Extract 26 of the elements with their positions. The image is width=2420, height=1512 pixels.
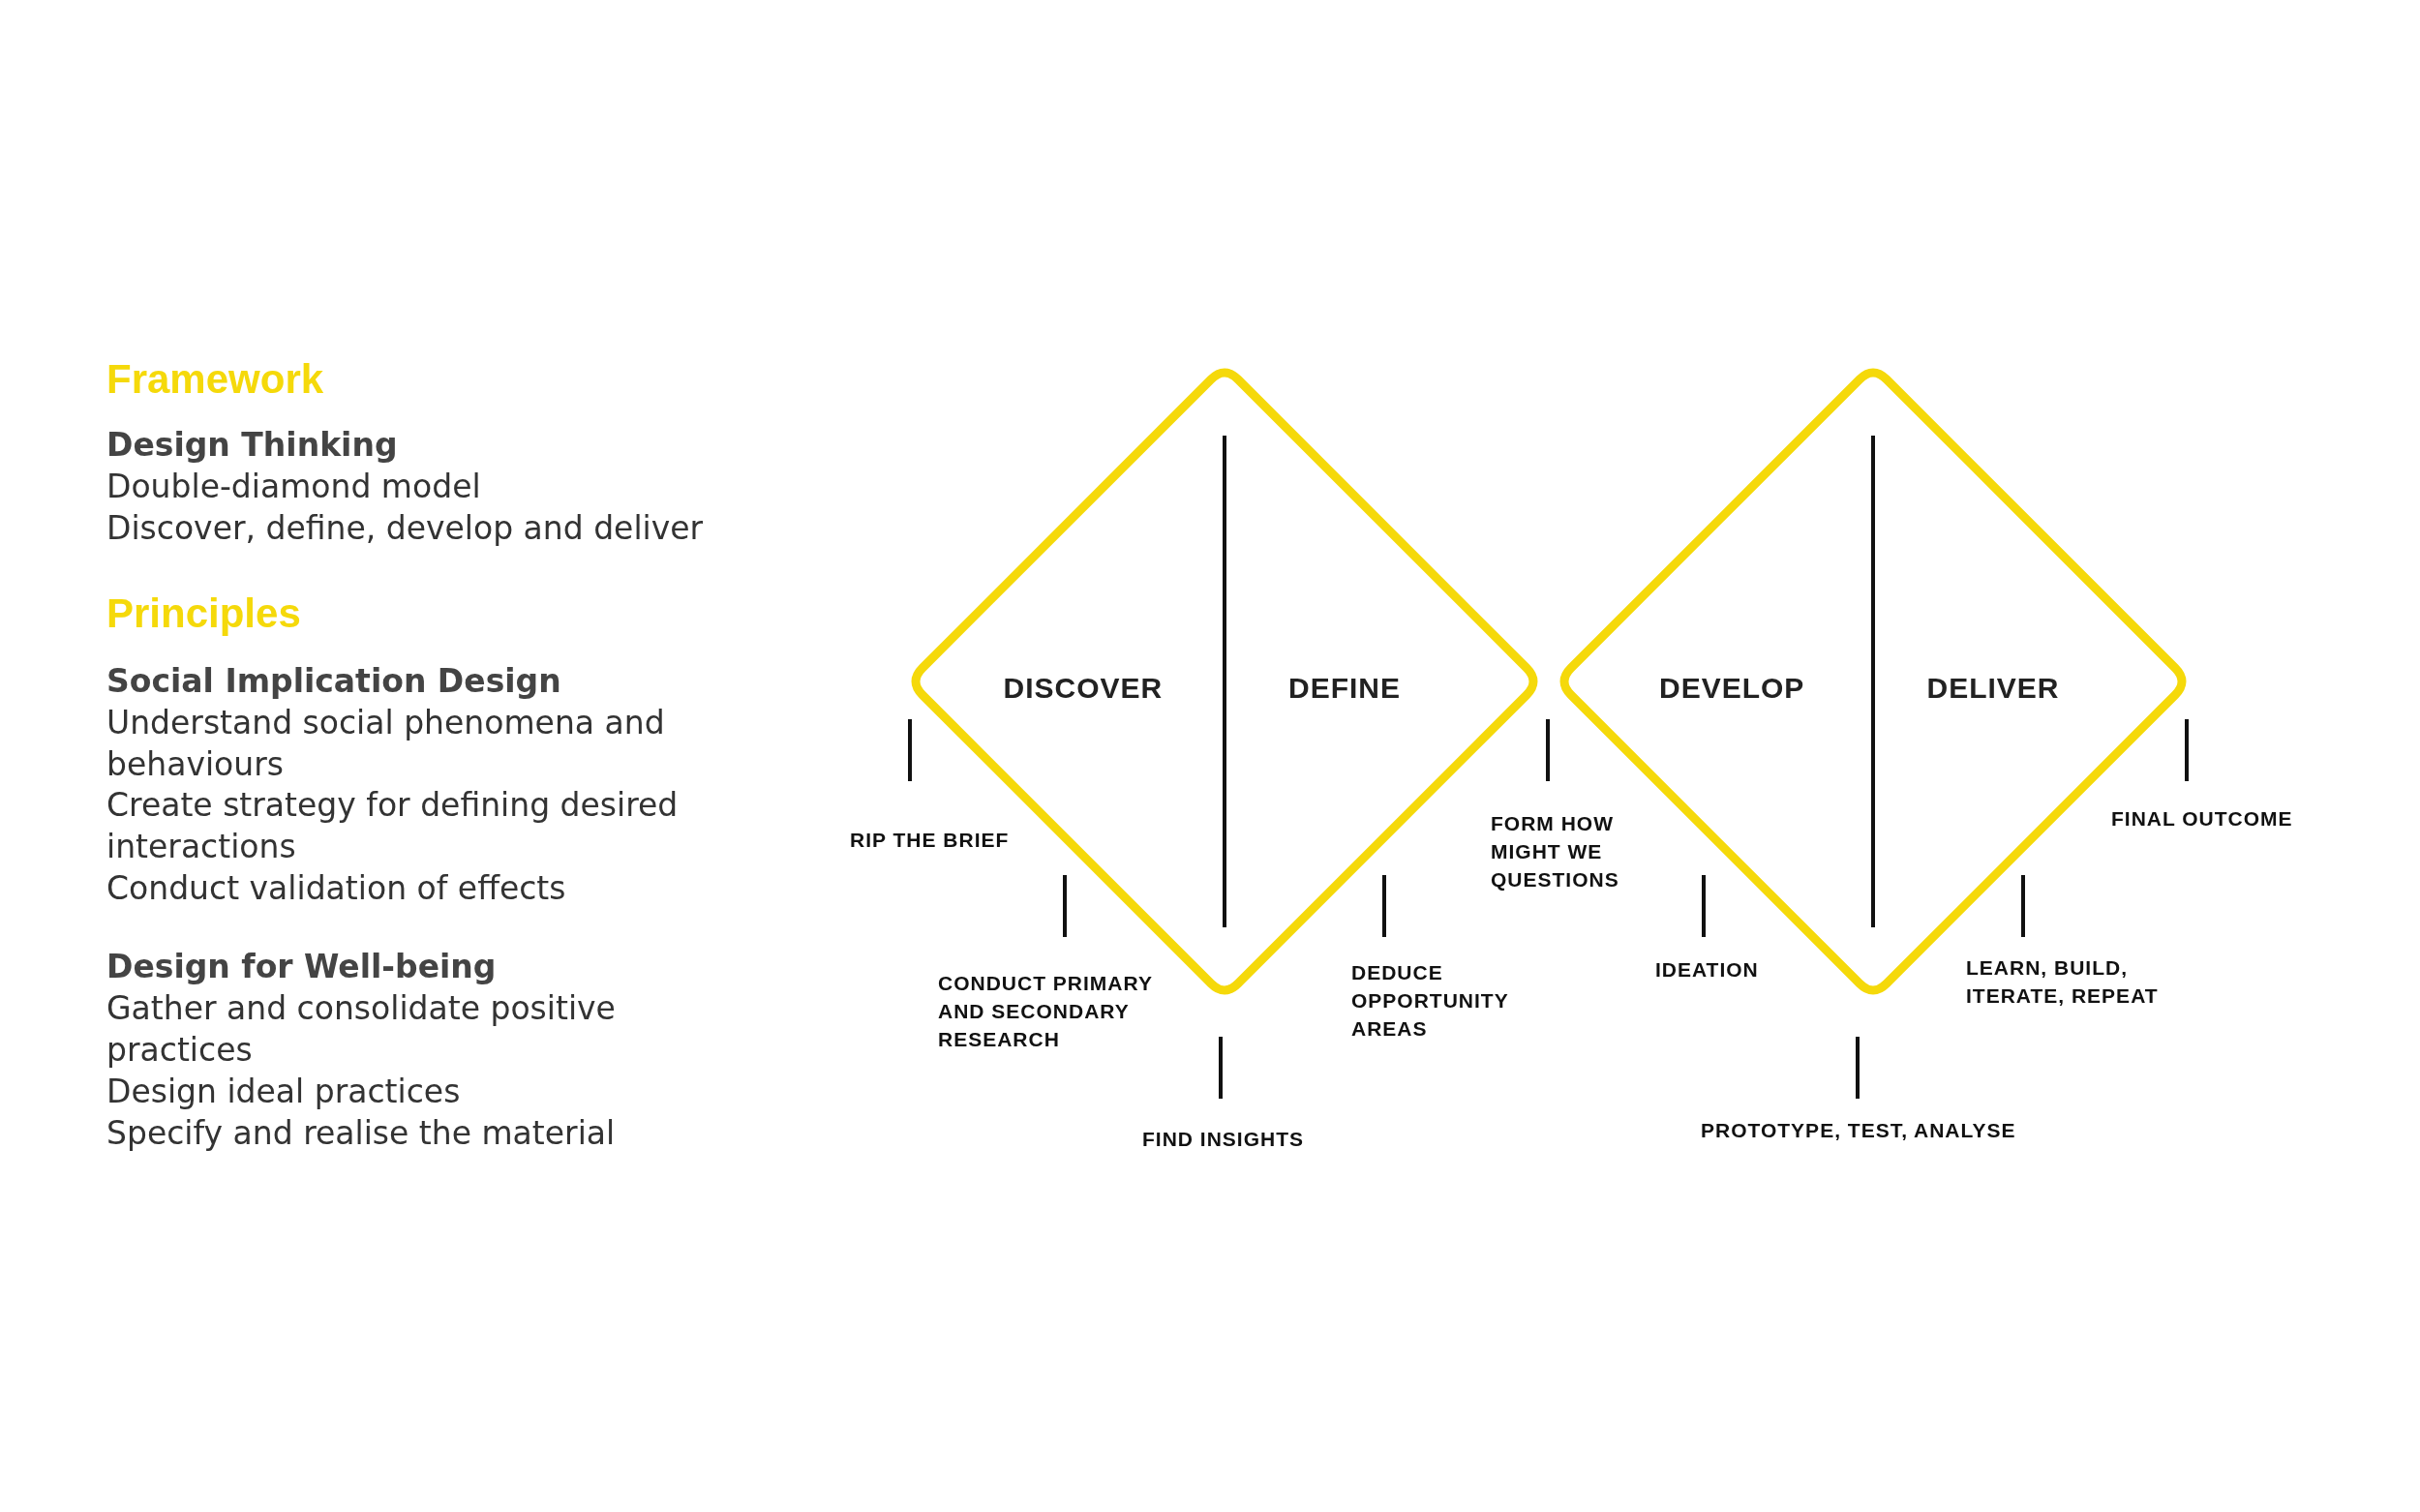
item-text: Understand social phenomena and behaviours bbox=[106, 702, 666, 785]
item-heading: Social Implication Design bbox=[106, 660, 561, 702]
item-text: Double-diamond model bbox=[106, 466, 482, 507]
step-label: FIND INSIGHTS bbox=[1142, 1126, 1305, 1152]
item-text: Discover, define, develop and deliver bbox=[106, 507, 705, 549]
step-label: IDEATION bbox=[1655, 956, 1760, 983]
step-label: DEDUCE OPPORTUNITY AREAS bbox=[1351, 959, 1510, 1042]
step-label: CONDUCT PRIMARY AND SECONDARY RESEARCH bbox=[938, 970, 1154, 1052]
step-label: FINAL OUTCOME bbox=[2111, 805, 2294, 832]
phase-label: DISCOVER bbox=[1003, 671, 1164, 706]
item-text: Gather and consolidate positive practices bbox=[106, 987, 617, 1071]
phase-label: DEFINE bbox=[1288, 671, 1401, 706]
phase-label: DEVELOP bbox=[1659, 671, 1805, 706]
section-heading: Principles bbox=[106, 590, 301, 638]
step-label: FORM HOW MIGHT WE QUESTIONS bbox=[1491, 810, 1620, 892]
item-text: Specify and realise the material bbox=[106, 1112, 617, 1154]
item-text: Create strategy for defining desired interactions bbox=[106, 784, 680, 867]
phase-label: DELIVER bbox=[1926, 671, 2060, 706]
step-label: PROTOTYPE, TEST, ANALYSE bbox=[1701, 1117, 2017, 1143]
step-label: RIP THE BRIEF bbox=[850, 827, 1011, 853]
item-heading: Design Thinking bbox=[106, 424, 398, 466]
item-text: Design ideal practices bbox=[106, 1071, 462, 1112]
step-label: LEARN, BUILD, ITERATE, REPEAT bbox=[1966, 954, 2160, 1009]
section-heading: Framework bbox=[106, 355, 324, 404]
item-text: Conduct validation of effects bbox=[106, 867, 567, 909]
item-heading: Design for Well-being bbox=[106, 946, 497, 987]
